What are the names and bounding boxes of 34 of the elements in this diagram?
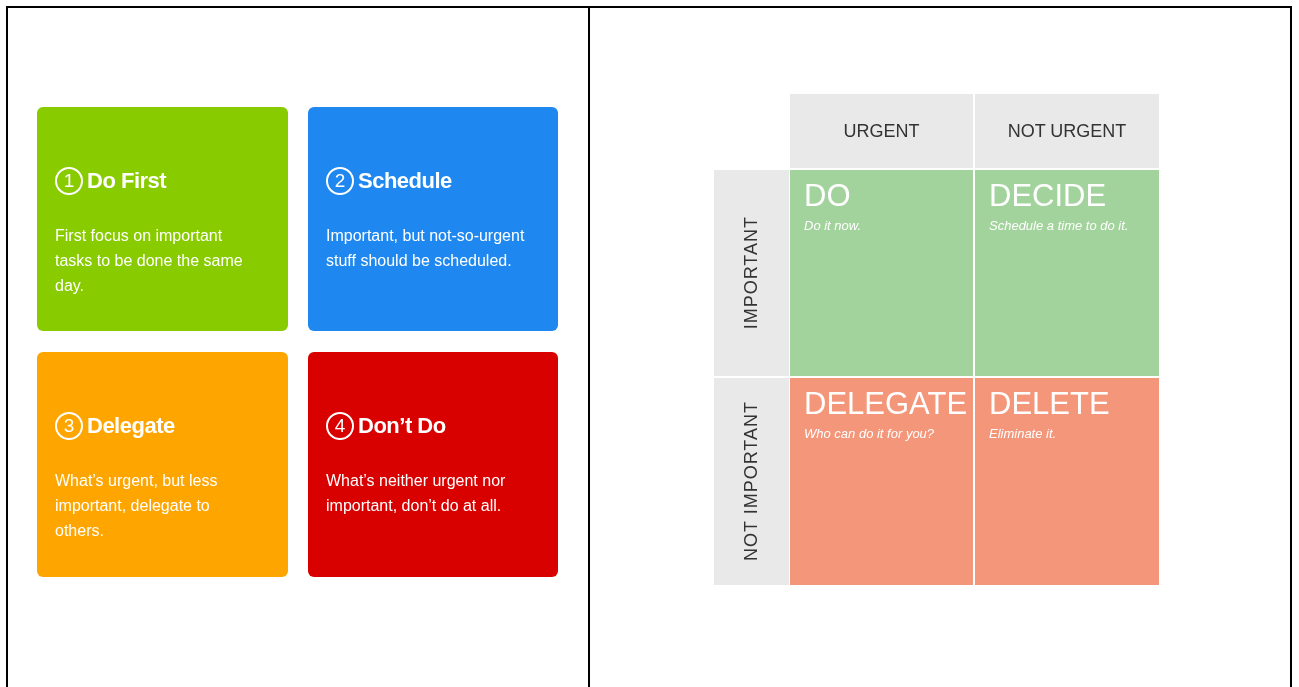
quadrant-cell	[975, 378, 1159, 585]
card-description: First focus on important tasks to be done the same day.	[55, 226, 244, 296]
priority-card	[37, 352, 288, 577]
quadrant-subtitle: Who can do it for you?	[804, 426, 935, 441]
quadrant-subtitle: Do it now.	[804, 218, 862, 233]
circled-number: 3	[55, 412, 83, 440]
quadrant-subtitle: Schedule a time to do it.	[989, 218, 1129, 233]
circled-number: 4	[326, 412, 354, 440]
column-header-label: NOT URGENT	[1007, 120, 1127, 142]
row-header-label: NOT IMPORTANT	[741, 401, 762, 562]
quadrant-cell	[790, 378, 973, 585]
card-heading: Do First	[87, 168, 167, 194]
quadrant-title: DELETE	[989, 386, 1110, 422]
card-description: What’s neither urgent nor important, don’t do at all.	[326, 471, 507, 516]
quadrant-cell	[790, 170, 973, 376]
priority-card	[308, 107, 558, 331]
quadrant-title: DELEGATE	[804, 386, 968, 422]
column-header-label: URGENT	[843, 120, 920, 142]
priority-card	[308, 352, 558, 577]
quadrant-cell	[975, 170, 1159, 376]
priority-card	[37, 107, 288, 331]
card-heading: Schedule	[358, 168, 452, 194]
quadrant-subtitle: Eliminate it.	[989, 426, 1057, 441]
quadrant-title: DECIDE	[989, 178, 1107, 214]
circled-number: 1	[55, 167, 83, 195]
card-heading: Delegate	[87, 413, 175, 439]
card-heading: Don’t Do	[358, 413, 446, 439]
row-header-label: IMPORTANT	[741, 216, 762, 330]
quadrant-title: DO	[804, 178, 851, 214]
circled-number: 2	[326, 167, 354, 195]
card-description: What’s urgent, but less important, delegate to others.	[55, 471, 219, 541]
card-description: Important, but not-so-urgent stuff should be scheduled.	[326, 226, 526, 271]
row-header-cell	[714, 378, 789, 585]
row-header-cell	[714, 170, 789, 376]
